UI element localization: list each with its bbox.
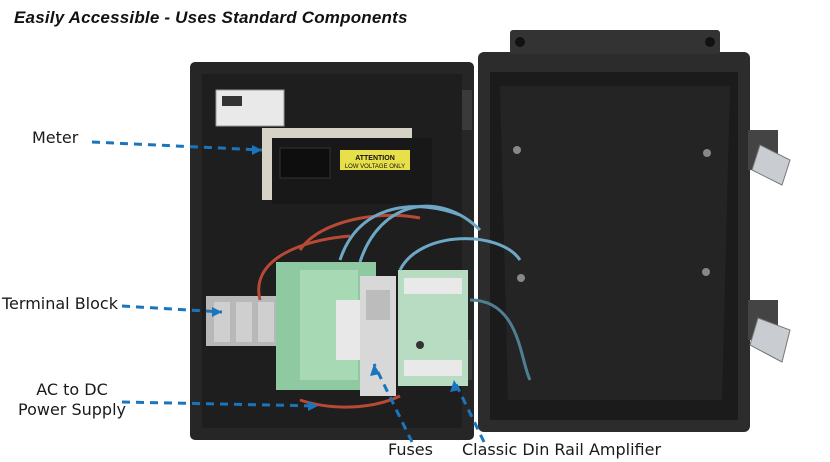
power-supply-label-line2: Power Supply: [18, 400, 126, 419]
fuse-holder: [360, 276, 396, 396]
power-supply: [276, 262, 376, 390]
terminal-callout-arrow: [212, 307, 222, 317]
terminal-callout-line: [121, 304, 223, 314]
power-supply-label-line1: AC to DC: [36, 380, 108, 399]
din-rail-amplifier: [398, 270, 468, 386]
latch-lower: [748, 300, 791, 363]
power-supply-callout-line: [121, 400, 319, 408]
enclosure-body: [478, 30, 791, 432]
terminal-block-label: Terminal Block: [2, 294, 118, 313]
meter-label: Meter: [32, 128, 79, 147]
callout-lines: [91, 140, 486, 443]
fuses-callout-line: [372, 363, 414, 443]
meter-attention-text: ATTENTION: [355, 155, 395, 162]
meter-callout-arrow: [252, 145, 262, 155]
power-supply-callout-arrow: [308, 401, 318, 411]
amplifier-label: Classic Din Rail Amplifier: [462, 440, 662, 459]
latch-upper: [748, 130, 791, 186]
fuses-callout-arrow: [370, 364, 380, 376]
power-supply-label: AC to DC Power Supply: [12, 380, 132, 420]
page-title: Easily Accessible - Uses Standard Compon…: [14, 8, 408, 27]
amplifier-callout-line: [452, 379, 486, 443]
amplifier-callout-arrow: [450, 380, 460, 392]
meter-low-voltage-text: LOW VOLTAGE ONLY: [345, 164, 405, 170]
fuses-label: Fuses: [388, 440, 433, 459]
meter-callout-line: [91, 140, 263, 152]
meter: [262, 128, 432, 204]
